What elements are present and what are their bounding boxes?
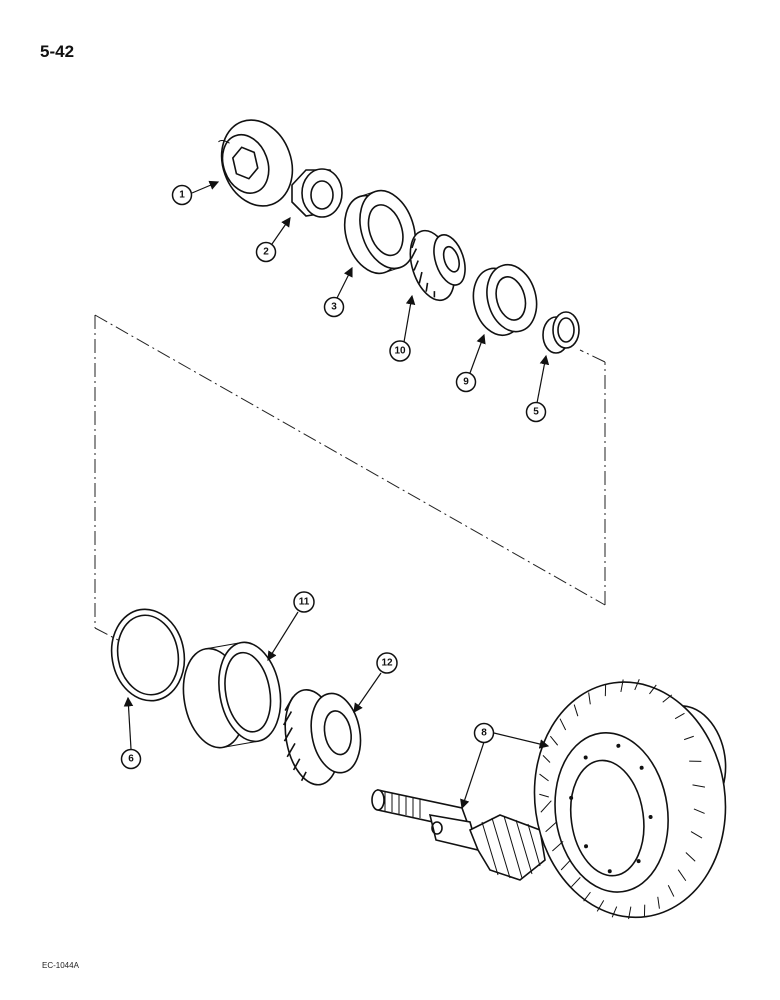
callout-6: 6	[120, 748, 142, 770]
callout-10: 10	[389, 340, 411, 362]
part-bearing-cup-medium	[472, 263, 538, 337]
part-pinion-shaft	[371, 789, 546, 881]
svg-text:8: 8	[481, 728, 487, 739]
part-bearing-cup-large	[182, 641, 282, 749]
svg-text:6: 6	[128, 754, 134, 765]
svg-text:12: 12	[381, 658, 393, 669]
figure-code: EC-1044A	[42, 961, 79, 970]
callout-12: 12	[376, 652, 398, 674]
svg-text:3: 3	[331, 302, 337, 313]
callout-2: 2	[255, 241, 277, 263]
part-bearing-cone-large	[282, 688, 362, 786]
part-retaining-washer	[218, 119, 294, 207]
svg-text:1: 1	[179, 190, 185, 201]
callout-11: 11	[293, 591, 315, 613]
part-ring-gear	[533, 679, 727, 920]
assembly-centerline	[94, 314, 606, 641]
svg-text:5: 5	[533, 407, 539, 418]
svg-text:2: 2	[263, 247, 269, 258]
part-bearing-cup-small	[343, 189, 417, 275]
part-spacer-sleeve	[542, 311, 580, 354]
page-number: 5-42	[40, 42, 75, 61]
svg-text:11: 11	[299, 597, 310, 608]
part-nut	[291, 168, 343, 218]
callout-8: 8	[473, 722, 495, 744]
part-bearing-cone-small	[409, 229, 466, 302]
svg-text:9: 9	[463, 377, 469, 388]
callout-1: 1	[171, 184, 193, 206]
leader-lines	[123, 180, 550, 810]
part-shim-ring	[110, 608, 186, 702]
callout-3: 3	[323, 296, 345, 318]
callout-9: 9	[455, 371, 477, 393]
svg-text:10: 10	[394, 346, 406, 357]
callout-5: 5	[525, 401, 547, 423]
